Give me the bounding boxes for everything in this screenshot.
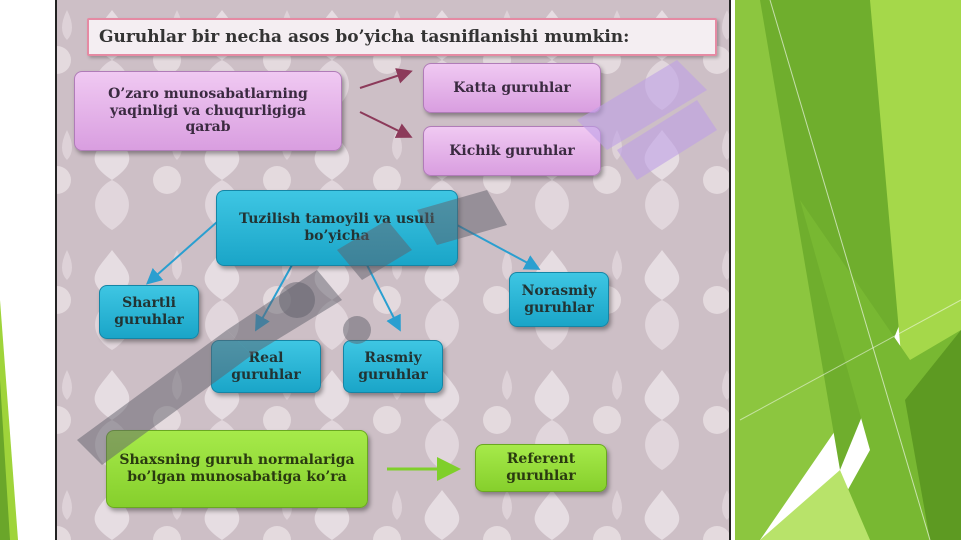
- shartli-guruhlar-box: Shartli guruhlar: [99, 285, 199, 339]
- slide-title: Guruhlar bir necha asos bo’yicha tasnifl…: [87, 18, 717, 56]
- referent-guruhlar-box: Referent guruhlar: [475, 444, 607, 492]
- watermark: [77, 60, 717, 465]
- katta-guruhlar-box: Katta guruhlar: [423, 63, 601, 113]
- green-criterion-box: Shaxsning guruh normalariga bo’lgan muno…: [106, 430, 368, 508]
- norasmiy-guruhlar-box: Norasmiy guruhlar: [509, 272, 609, 327]
- kichik-guruhlar-box: Kichik guruhlar: [423, 126, 601, 176]
- cyan-criterion-box: Tuzilish tamoyili va usuli bo’yicha: [216, 190, 458, 266]
- pink-criterion-box: O’zaro munosabatlarning yaqinligi va chu…: [74, 71, 342, 151]
- slide: Guruhlar bir necha asos bo’yicha tasnifl…: [55, 0, 731, 540]
- rasmiy-guruhlar-box: Rasmiy guruhlar: [343, 340, 443, 393]
